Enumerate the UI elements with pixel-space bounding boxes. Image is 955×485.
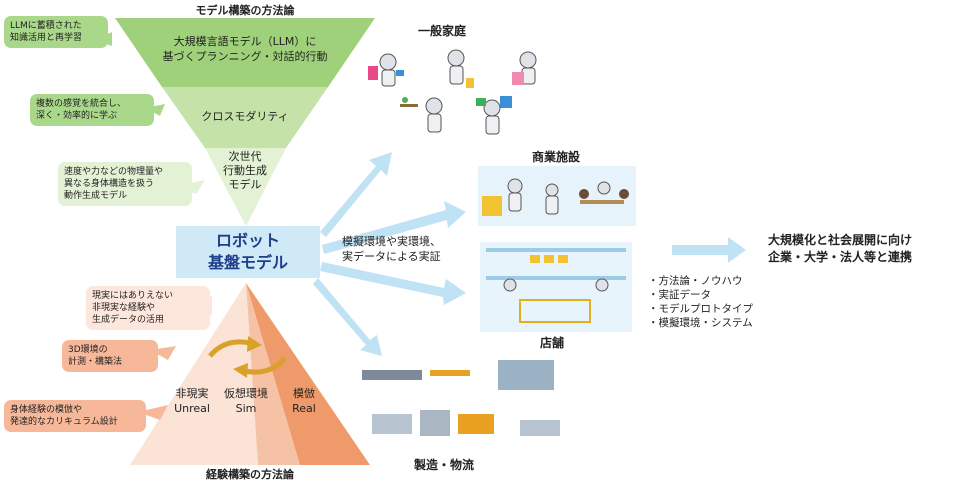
note-llm: LLMに蓄積された 知識活用と再学習 bbox=[4, 16, 108, 48]
home-robots-illustration bbox=[368, 49, 537, 135]
outcome-item: ・実証データ bbox=[648, 289, 711, 301]
orange-slice-real bbox=[246, 283, 370, 465]
scene-store-label: 店舗 bbox=[540, 336, 565, 350]
commercial-illustration bbox=[478, 166, 636, 226]
scene-commercial-label: 商業施設 bbox=[532, 150, 581, 164]
note-motion: 速度や力などの物理量や 異なる身体構造を扱う 動作生成モデル bbox=[58, 162, 192, 206]
label-unreal: 非現実 Unreal bbox=[174, 387, 210, 415]
model-methodology-title: モデル構築の方法論 bbox=[195, 4, 295, 17]
outcome-item: ・モデルプロトタイプ bbox=[648, 303, 753, 315]
robot-foundation-model-box: ロボット 基盤モデル bbox=[176, 226, 320, 278]
scene-home-label: 一般家庭 bbox=[418, 24, 467, 38]
outcome-headline: 大規模化と社会展開に向け 企業・大学・法人等と連携 bbox=[768, 233, 913, 264]
arrow-caption: 模擬環境や実環境、 実データによる実証 bbox=[342, 235, 441, 263]
deploy-arrows bbox=[313, 152, 746, 356]
green-tier-2 bbox=[162, 87, 328, 148]
outcome-item: ・方法論・ノウハウ bbox=[648, 275, 743, 287]
note-3d: 3D環境の 計測・構築法 bbox=[62, 340, 158, 372]
note-curriculum: 身体経験の模倣や 発達的なカリキュラム設計 bbox=[4, 400, 146, 432]
store-illustration bbox=[480, 242, 632, 332]
note-unreal: 現実にはありえない 非現実な経験や 生成データの活用 bbox=[86, 286, 210, 330]
factory-illustration bbox=[362, 360, 560, 436]
outcome-item: ・模擬環境・システム bbox=[648, 317, 753, 329]
experience-methodology-title: 経験構築の方法論 bbox=[206, 468, 294, 481]
label-sim: 仮想環境 Sim bbox=[224, 387, 268, 415]
outcome-list: ・方法論・ノウハウ ・実証データ ・モデルプロトタイプ ・模擬環境・システム bbox=[648, 274, 798, 330]
note-crossmodal: 複数の感覚を統合し、 深く・効率的に学ぶ bbox=[30, 94, 154, 126]
orange-slice-unreal bbox=[130, 283, 258, 465]
cycle-arrows-icon bbox=[208, 336, 287, 378]
tier1-label: 大規模言語モデル（LLM）に 基づくプランニング・対話的行動 bbox=[162, 35, 328, 63]
tier2-label: クロスモダリティ bbox=[201, 110, 289, 123]
green-tier-3 bbox=[205, 148, 286, 226]
tier3-label: 次世代 行動生成 モデル bbox=[223, 150, 267, 191]
scene-factory-label: 製造・物流 bbox=[414, 458, 475, 472]
label-real: 模倣 Real bbox=[292, 387, 316, 415]
green-tier-1 bbox=[115, 18, 375, 87]
